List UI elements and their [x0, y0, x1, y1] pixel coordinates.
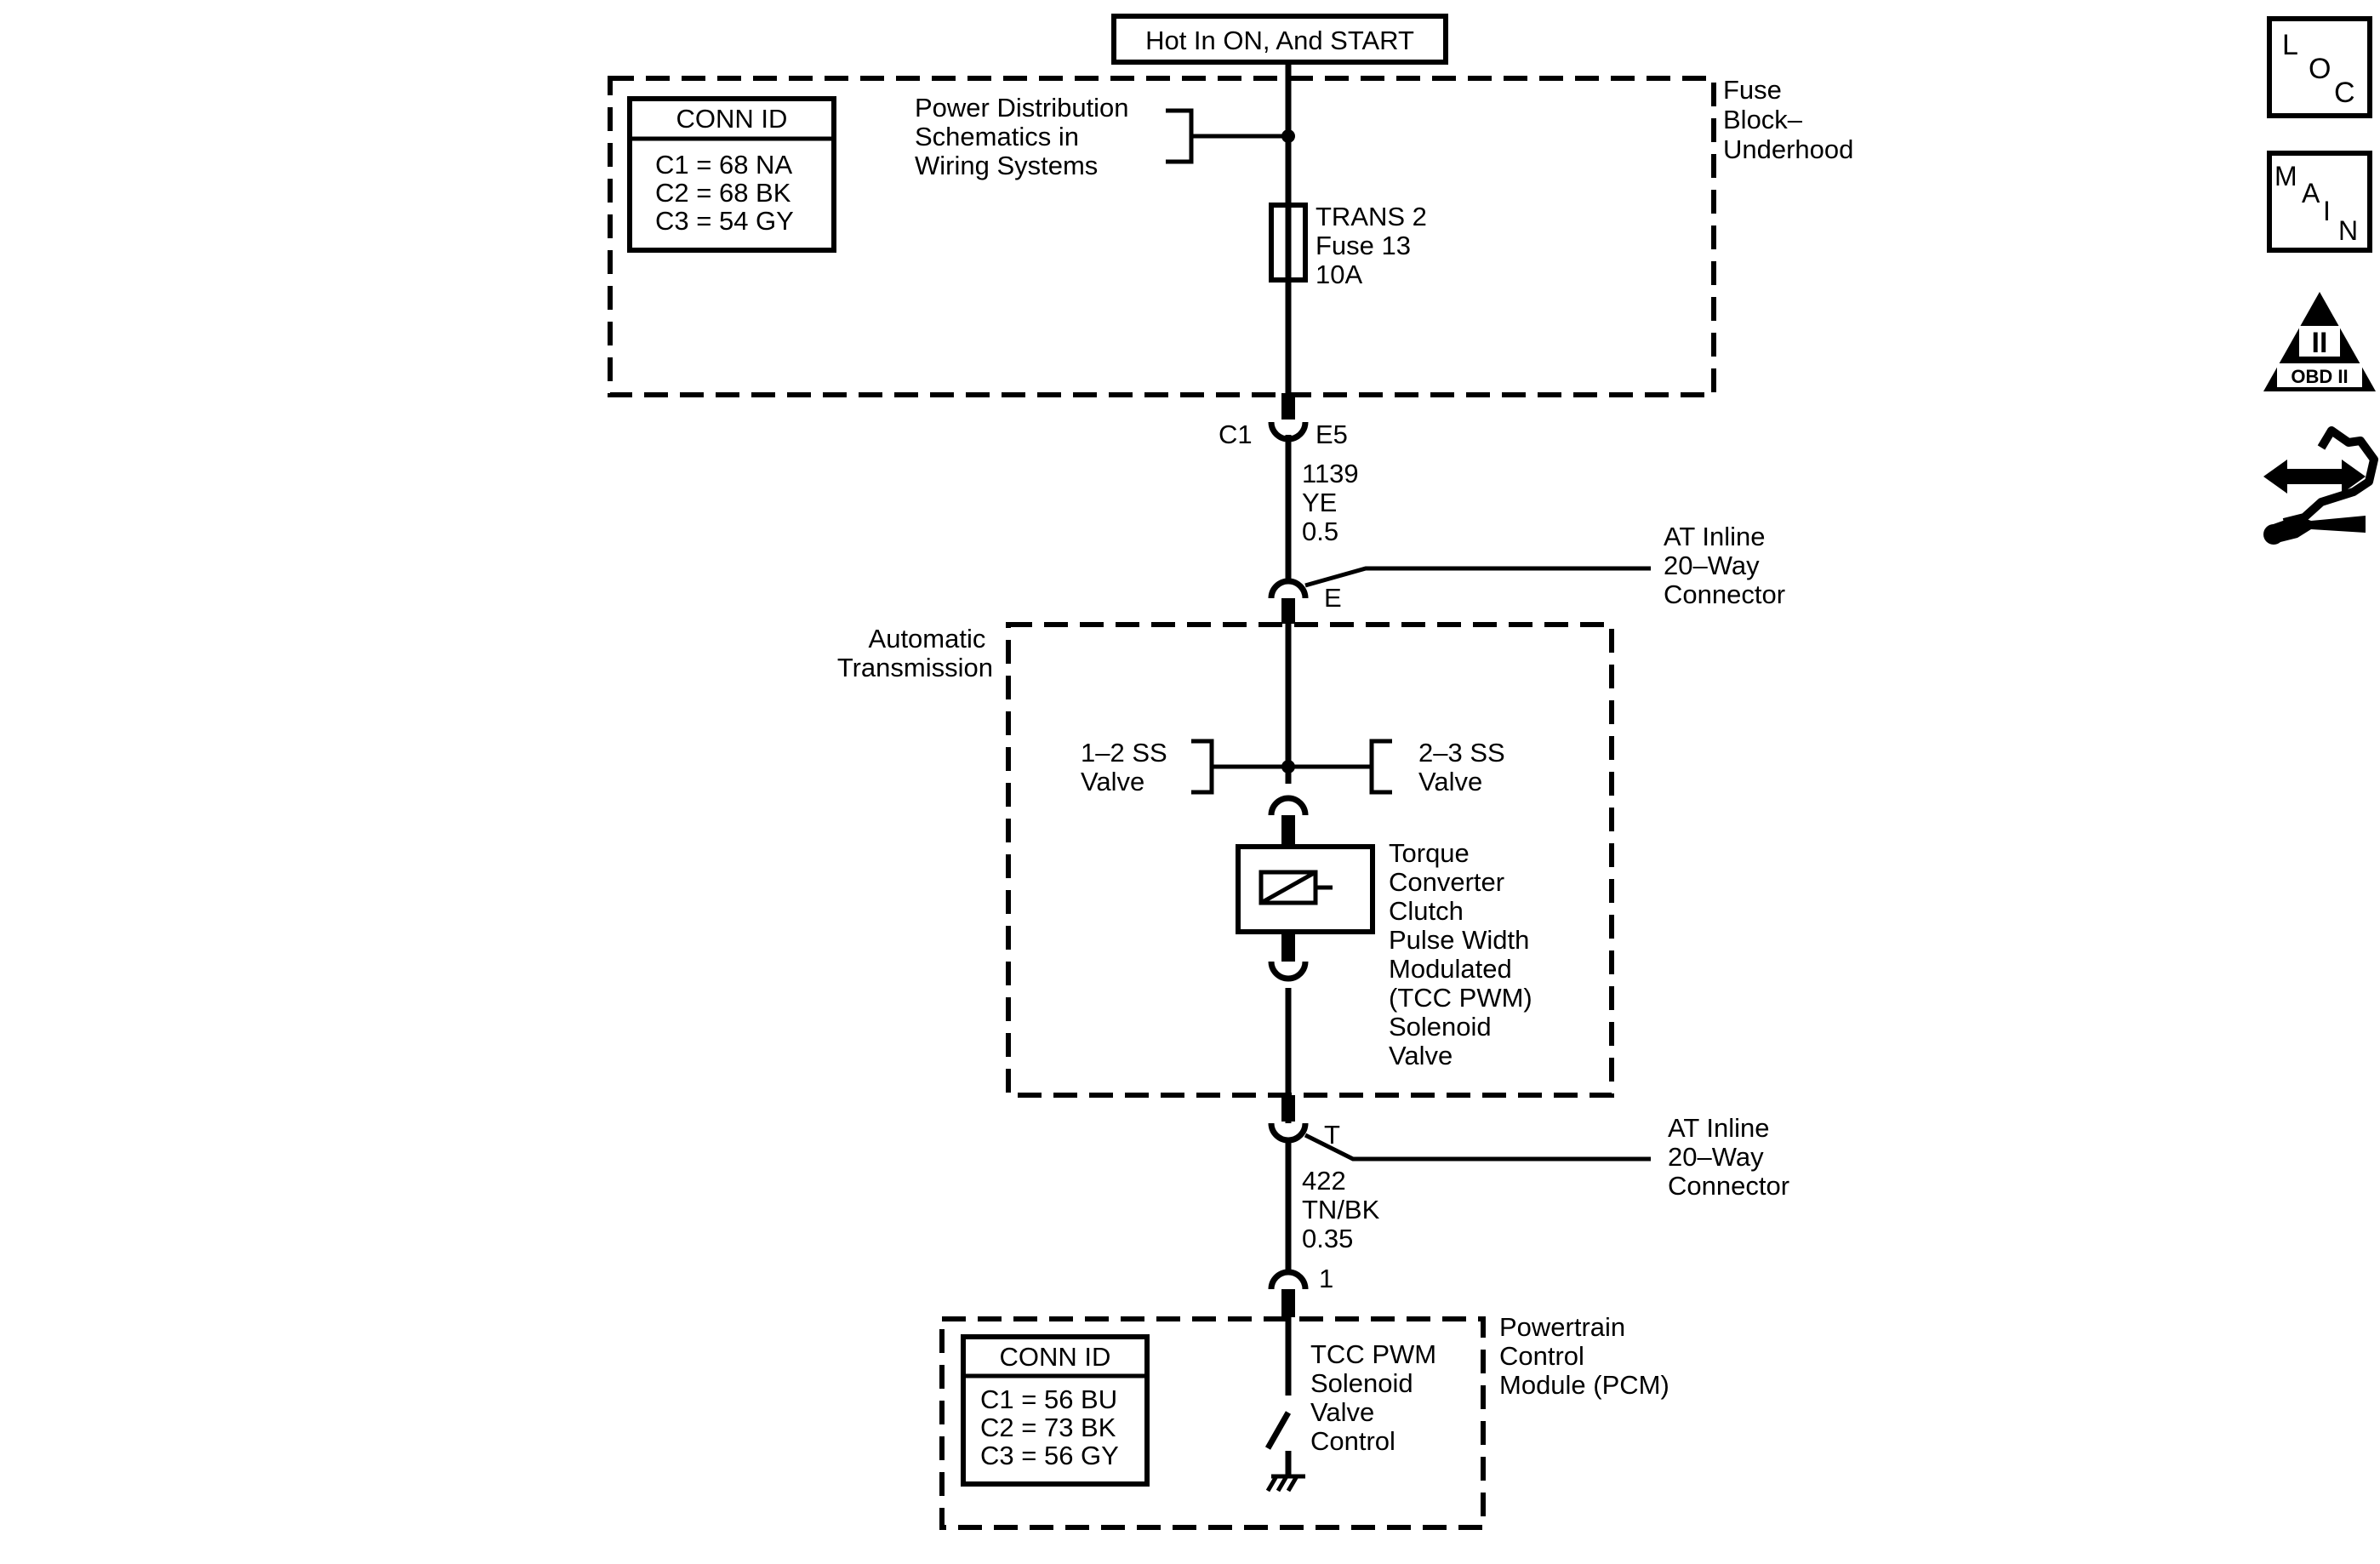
obd-ii-icon[interactable]: II OBD II [2263, 292, 2376, 391]
power-distribution-label: Power Distribution Schematics in Wiring … [915, 93, 1136, 180]
svg-text:L: L [2282, 29, 2298, 61]
power-distribution-ref: Power Distribution Schematics in Wiring … [915, 93, 1295, 180]
ss-23-valve-label: 2–3 SS Valve [1418, 738, 1512, 796]
fuse-block-conn-id-title: CONN ID [676, 104, 788, 134]
svg-text:C: C [2334, 77, 2355, 109]
svg-text:A: A [2302, 178, 2320, 208]
pcm-name: Powertrain Control Module (PCM) [1499, 1312, 1669, 1400]
inline-top-pin-label: E [1324, 583, 1342, 613]
fuse-block-conn-id: CONN ID C1 = 68 NA C2 = 68 BK C3 = 54 GY [627, 96, 836, 253]
svg-text:II: II [2312, 327, 2328, 359]
pcm-pin-1: 1 [1268, 1264, 1333, 1317]
connector-e5-label: E5 [1316, 420, 1348, 449]
tcc-pwm-solenoid: Torque Converter Clutch Pulse Width Modu… [1236, 795, 1539, 1070]
power-source: Hot In ON, And START [1111, 14, 1448, 65]
svg-text:I: I [2323, 196, 2331, 226]
loc-icon[interactable]: L O C [2267, 16, 2372, 118]
ss-12-valve-label: 1–2 SS Valve [1081, 738, 1174, 796]
splice-dot [1281, 760, 1295, 773]
pcm-conn-id-rows: C1 = 56 BU C2 = 73 BK C3 = 56 GY [980, 1384, 1125, 1470]
connector-c1-e5: C1 E5 [1219, 393, 1348, 449]
ss-valves-branch: 1–2 SS Valve 2–3 SS Valve [1081, 738, 1512, 796]
fuse-block: Fuse Block– Underhood CONN ID C1 = 68 NA… [608, 75, 1853, 397]
main-icon[interactable]: M A I N [2267, 151, 2372, 253]
wire-1139-label: 1139 YE 0.5 [1302, 459, 1366, 546]
inline-bottom-pin-label: T [1324, 1120, 1340, 1150]
pcm-low-side-switch [1264, 1349, 1305, 1493]
transmission-name: Automatic Transmission [837, 624, 993, 682]
wire-422-label: 422 TN/BK 0.35 [1302, 1166, 1387, 1253]
power-source-label: Hot In ON, And START [1145, 26, 1414, 55]
svg-text:O: O [2309, 53, 2331, 85]
pcm-pin-1-label: 1 [1319, 1264, 1333, 1293]
automatic-transmission: Automatic Transmission 1–2 SS Valve 2–3 … [837, 622, 1614, 1098]
svg-text:M: M [2274, 161, 2297, 191]
inline-bottom-label: AT Inline 20–Way Connector [1668, 1113, 1789, 1201]
svg-text:OBD II: OBD II [2291, 366, 2348, 387]
inline-connector-top: E AT Inline 20–Way Connector [1268, 522, 1785, 624]
fuse-block-name: Fuse Block– Underhood [1723, 75, 1853, 164]
pcm-control-label: TCC PWM Solenoid Valve Control [1310, 1339, 1444, 1456]
svg-text:N: N [2338, 215, 2358, 246]
wrench-arrows-icon[interactable] [2263, 426, 2378, 545]
tcc-pwm-solenoid-label: Torque Converter Clutch Pulse Width Modu… [1389, 838, 1539, 1070]
svg-text:422 TN/BK 0.35: 422 TN/BK 0.35 [1302, 1166, 1387, 1253]
inline-connector-bottom: T AT Inline 20–Way Connector [1268, 1095, 1789, 1201]
pcm-conn-id: CONN ID C1 = 56 BU C2 = 73 BK C3 = 56 GY [961, 1334, 1150, 1487]
fuse-13: TRANS 2 Fuse 13 10A [1269, 202, 1435, 289]
pcm-module: Powertrain Control Module (PCM) CONN ID … [939, 1312, 1669, 1530]
connector-c1-label: C1 [1219, 420, 1253, 449]
pcm-conn-id-title: CONN ID [1000, 1342, 1111, 1372]
fuse-13-label: TRANS 2 Fuse 13 10A [1316, 202, 1435, 289]
fuse-block-conn-id-rows: C1 = 68 NA C2 = 68 BK C3 = 54 GY [655, 150, 798, 236]
svg-text:1139 YE 0.5: 1139 YE 0.5 [1302, 459, 1366, 546]
inline-top-label: AT Inline 20–Way Connector [1664, 522, 1785, 609]
